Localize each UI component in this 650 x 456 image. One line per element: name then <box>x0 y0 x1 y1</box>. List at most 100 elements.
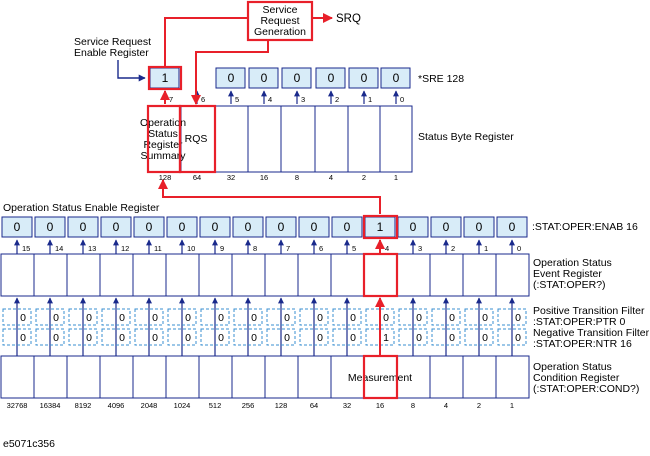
ntr-label-line2: :STAT:OPER:NTR 16 <box>533 338 632 350</box>
enable-bit-number: 5 <box>352 244 356 253</box>
ptr-cell-value: 0 <box>317 312 323 324</box>
ntr-cell <box>497 328 527 346</box>
enable-cell-value: 0 <box>245 220 252 234</box>
sre-cell <box>215 67 246 89</box>
ntr-cell <box>464 328 494 346</box>
ptr-cell <box>167 308 197 326</box>
ptr-cell-value: 0 <box>86 312 92 324</box>
sre-bit-number: 0 <box>400 95 404 104</box>
enable-cell <box>1 216 33 238</box>
ntr-cell <box>68 328 98 346</box>
ptr-cell-value: 0 <box>449 312 455 324</box>
sre-to-srg-path <box>164 17 248 67</box>
enable-cell <box>232 216 264 238</box>
enable-bit-number: 10 <box>187 244 195 253</box>
enable-bit-number: 14 <box>55 244 63 253</box>
srq-label: SRQ <box>336 13 361 25</box>
ptr-cell <box>200 308 230 326</box>
ntr-cell <box>134 328 164 346</box>
sre-bit-number: 7 <box>169 95 173 104</box>
cond-label-line3: (:STAT:OPER:COND?) <box>533 383 639 395</box>
ptr-cell-value: 0 <box>284 312 290 324</box>
ntr-label-line1: Negative Transition Filter <box>533 327 650 339</box>
cond-weight: 256 <box>242 401 255 410</box>
ptr-cell-value: 0 <box>416 312 422 324</box>
sre-cell-value: 0 <box>228 71 235 85</box>
enable-cell-value: 0 <box>344 220 351 234</box>
osr-summary-line3: Register <box>143 139 183 151</box>
sre-cell <box>281 67 312 89</box>
sre-cell-value: 0 <box>361 71 368 85</box>
sre-cell <box>315 67 346 89</box>
ntr-cell <box>167 328 197 346</box>
sre-cell-value: 0 <box>261 71 268 85</box>
enable-cell-value: 0 <box>410 220 417 234</box>
enable-bit-number: 11 <box>154 244 162 253</box>
enable-cell <box>166 216 198 238</box>
ptr-cell-value: 0 <box>218 312 224 324</box>
ptr-cell-value: 0 <box>482 312 488 324</box>
sbr-weight: 64 <box>193 173 201 182</box>
event-label-line1: Operation Status <box>533 257 612 269</box>
sre-cell <box>248 67 279 89</box>
ptr-cell <box>497 308 527 326</box>
cond-weight: 64 <box>310 401 318 410</box>
ntr-cell <box>2 328 32 346</box>
srg-line3: Generation <box>254 26 306 38</box>
ptr-cell <box>233 308 263 326</box>
ntr-cell-value: 1 <box>383 332 389 344</box>
enable-bit4-highlight <box>362 214 399 240</box>
ntr-cell <box>200 328 230 346</box>
sre-cell-value: 0 <box>294 71 301 85</box>
ptr-cell-value: 0 <box>185 312 191 324</box>
enable-bit-number: 12 <box>121 244 129 253</box>
ptr-cell <box>431 308 461 326</box>
sbr-weight: 8 <box>295 173 299 182</box>
enable-bit-number: 0 <box>517 244 521 253</box>
enable-cell-value: 1 <box>377 220 384 234</box>
event-bit4-highlight <box>362 252 399 298</box>
ntr-cell-value: 0 <box>218 332 224 344</box>
enable-cell-value: 0 <box>146 220 153 234</box>
enable-cell-value: 0 <box>80 220 87 234</box>
sre-cell <box>348 67 379 89</box>
ptr-label-line2: :STAT:OPER:PTR 0 <box>533 316 626 328</box>
ptr-cell-value: 0 <box>383 312 389 324</box>
condition-register <box>0 355 530 399</box>
enable-bit-number: 6 <box>319 244 323 253</box>
enable-cell-value: 0 <box>212 220 219 234</box>
ntr-cell-value: 0 <box>284 332 290 344</box>
enable-bit-number: 3 <box>418 244 422 253</box>
ptr-cell <box>101 308 131 326</box>
ptr-cell <box>134 308 164 326</box>
ptr-cell <box>464 308 494 326</box>
sbr-weight: 1 <box>394 173 398 182</box>
enable-cell <box>100 216 132 238</box>
ntr-cell <box>332 328 362 346</box>
osr-summary-line4: Summary <box>141 150 187 162</box>
cond-label-line2: Condition Register <box>533 372 620 384</box>
ntr-cell-value: 0 <box>185 332 191 344</box>
ntr-cell-value: 0 <box>449 332 455 344</box>
enable-cell <box>199 216 231 238</box>
cond-weight: 128 <box>275 401 288 410</box>
ntr-cell <box>431 328 461 346</box>
cond-weight: 4096 <box>108 401 125 410</box>
enable-cell <box>265 216 297 238</box>
ntr-cell <box>233 328 263 346</box>
service-request-generation-box <box>246 0 314 42</box>
enable-cell-value: 0 <box>443 220 450 234</box>
enable-cell-value: 0 <box>14 220 21 234</box>
rqs-label: RQS <box>185 133 208 145</box>
enable-cell-value: 0 <box>47 220 54 234</box>
ntr-cell <box>299 328 329 346</box>
sre-command: *SRE 128 <box>418 73 464 85</box>
sre-label-line1: Service Request <box>74 36 151 48</box>
enable-cell <box>34 216 66 238</box>
ntr-cell-value: 0 <box>152 332 158 344</box>
cond-weight: 16384 <box>40 401 61 410</box>
